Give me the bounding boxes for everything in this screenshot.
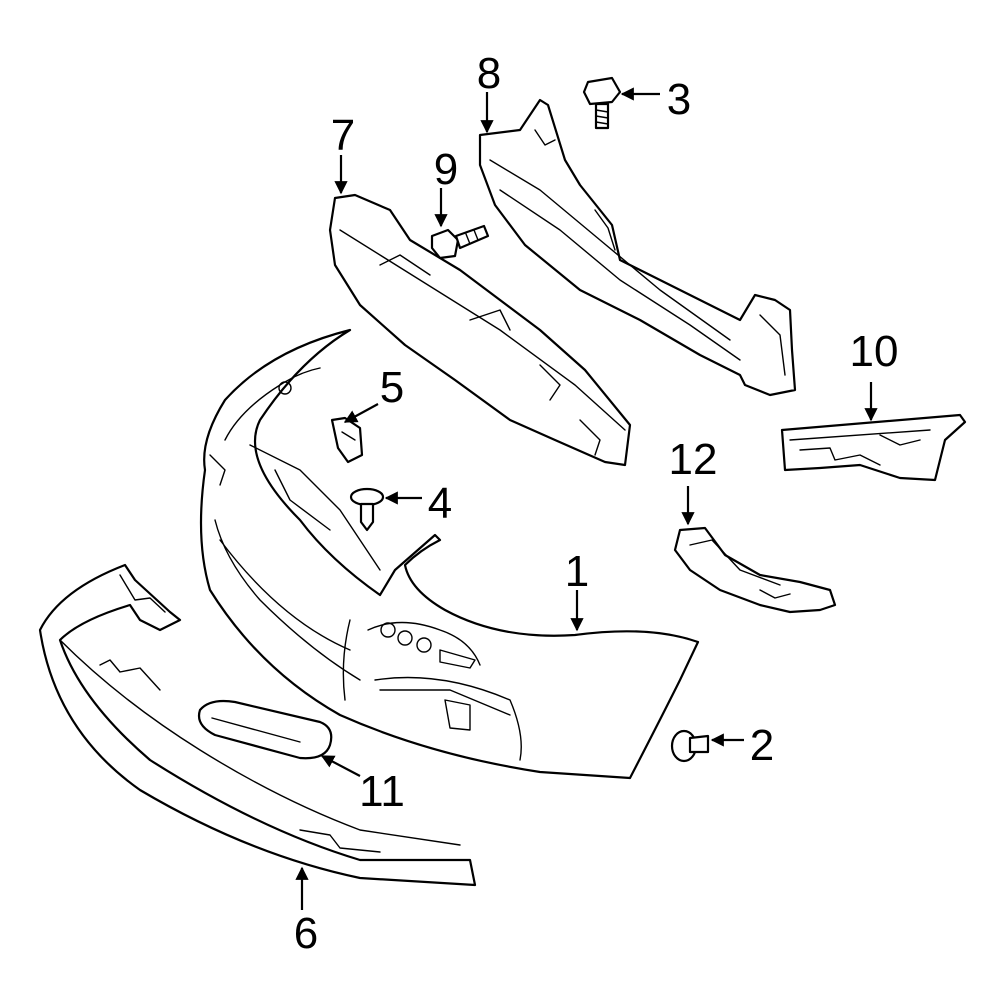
part-3-bolt [582, 76, 622, 130]
part-8-reinforcement [478, 98, 797, 397]
part-4-rivet [349, 487, 385, 532]
part-9-bolt [430, 224, 490, 260]
leader-lines [295, 87, 878, 910]
callout-2: 2 [750, 721, 774, 770]
callout-8: 8 [477, 49, 501, 98]
part-2-rivet [670, 729, 710, 763]
callout-5: 5 [380, 363, 404, 412]
part-10-bracket [780, 413, 967, 482]
callout-7: 7 [331, 111, 355, 160]
leader-11 [320, 755, 361, 777]
part-6-lower-spoiler [38, 563, 477, 887]
leader-5 [343, 403, 379, 423]
part-1-bumper-cover [199, 328, 700, 780]
callout-1: 1 [565, 547, 589, 596]
part-12-side-bracket [673, 526, 837, 614]
callout-10: 10 [850, 327, 899, 376]
callout-3: 3 [667, 75, 691, 124]
callout-6: 6 [294, 909, 318, 958]
part-11-cover [197, 699, 333, 760]
callout-9: 9 [434, 145, 458, 194]
callout-4: 4 [428, 479, 452, 528]
callout-11: 11 [359, 767, 405, 816]
callout-labels: 1 2 3 4 5 6 7 8 9 10 11 12 [294, 49, 899, 958]
part-7-absorber [328, 193, 632, 467]
callout-12: 12 [669, 435, 718, 484]
part-5-clip [330, 416, 364, 464]
